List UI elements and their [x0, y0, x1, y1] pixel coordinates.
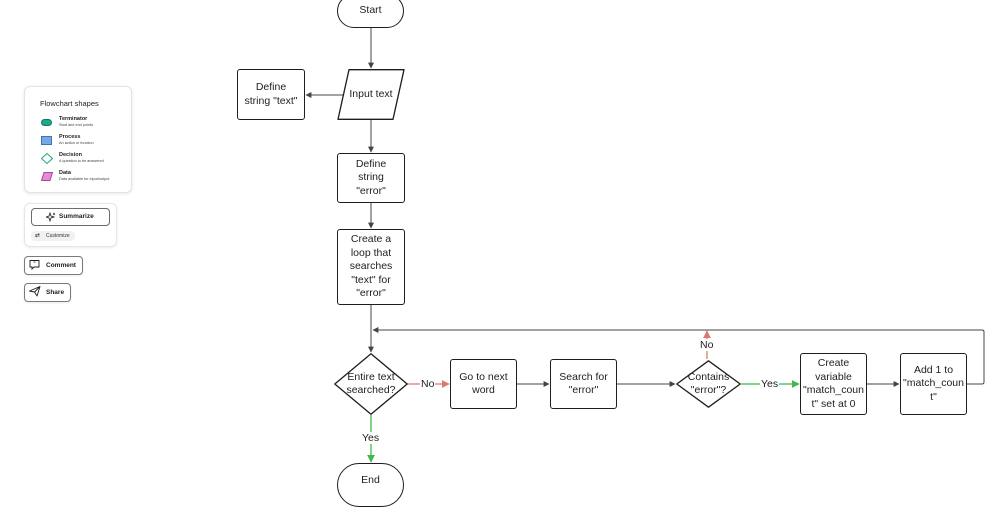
- node-label: Define string "text": [244, 81, 298, 107]
- customize-button[interactable]: ⇄ Customize: [31, 231, 75, 241]
- send-icon: [29, 286, 41, 297]
- summarize-button[interactable]: Summarize: [31, 208, 110, 226]
- node-input-text[interactable]: Input text: [337, 69, 405, 120]
- node-label: End: [361, 473, 380, 486]
- comment-button[interactable]: ” Comment: [24, 256, 83, 275]
- node-label: Define string "error": [355, 157, 387, 197]
- process-swatch: [41, 136, 52, 145]
- node-define-error[interactable]: Define string "error": [337, 153, 405, 203]
- node-label: Search for "error": [559, 370, 608, 397]
- node-label: Go to next word: [459, 370, 508, 397]
- node-start[interactable]: Start: [337, 0, 404, 28]
- decision-diamond: [334, 353, 408, 415]
- node-contains-error[interactable]: Contains "error"?: [676, 360, 741, 408]
- edge-label-contains-no: No: [699, 339, 715, 351]
- legend-title: Flowchart shapes: [40, 99, 99, 108]
- data-parallelogram: [337, 69, 405, 120]
- svg-text:”: ”: [33, 262, 36, 268]
- node-create-loop[interactable]: Create a loop that searches "text" for "…: [337, 229, 405, 305]
- legend-item-desc: An action or function: [59, 141, 94, 145]
- node-label: Entire text searched?: [346, 370, 396, 397]
- comment-icon: ”: [29, 260, 40, 270]
- terminator-swatch: [41, 119, 52, 126]
- node-label: Add 1 to "match_count": [903, 363, 964, 403]
- legend-item-name: Terminator: [59, 116, 88, 122]
- node-search-for-error[interactable]: Search for "error": [550, 359, 617, 409]
- swap-icon: ⇄: [35, 233, 41, 239]
- decision-diamond: [676, 360, 741, 408]
- node-label: Start: [359, 4, 382, 17]
- legend-item-desc: Data available for input/output: [59, 177, 110, 181]
- node-define-text[interactable]: Define string "text": [237, 69, 305, 120]
- comment-label: Comment: [46, 262, 76, 269]
- edge-label-contains-yes: Yes: [760, 378, 780, 390]
- edge-label-entire-yes: Yes: [361, 432, 381, 444]
- legend-item-name: Data: [59, 170, 71, 176]
- flowchart-shapes-legend: Flowchart shapes Terminator Start and en…: [24, 86, 132, 193]
- legend-item-decision: Decision A question to be answered: [40, 152, 130, 168]
- data-swatch: [41, 172, 53, 181]
- node-label: Contains "error"?: [687, 370, 730, 397]
- node-label: Input text: [349, 87, 393, 100]
- legend-item-desc: A question to be answered: [59, 159, 104, 163]
- node-label: Create a loop that searches "text" for "…: [349, 233, 393, 300]
- legend-item-data: Data Data available for input/output: [40, 170, 130, 186]
- decision-swatch: [41, 153, 53, 164]
- node-end[interactable]: End: [337, 463, 404, 507]
- node-label: Create variable "match_count" set at 0: [803, 357, 864, 410]
- summarize-label: Summarize: [59, 213, 94, 220]
- share-label: Share: [46, 289, 65, 296]
- edge-label-entire-no: No: [420, 378, 436, 390]
- legend-item-terminator: Terminator Start and end points: [40, 116, 130, 132]
- legend-item-name: Decision: [59, 152, 82, 158]
- node-create-variable[interactable]: Create variable "match_count" set at 0: [800, 353, 867, 415]
- node-go-to-next-word[interactable]: Go to next word: [450, 359, 517, 409]
- node-entire-text-searched[interactable]: Entire text searched?: [334, 353, 408, 415]
- legend-item-process: Process An action or function: [40, 134, 130, 150]
- legend-item-name: Process: [59, 134, 81, 140]
- edge-loop-back: [372, 327, 985, 385]
- share-button[interactable]: Share: [24, 283, 71, 302]
- sparkle-icon: [46, 212, 56, 222]
- customize-label: Customize: [46, 233, 70, 239]
- summarize-card: Summarize ⇄ Customize: [24, 203, 117, 247]
- legend-item-desc: Start and end points: [59, 123, 93, 127]
- node-add-one[interactable]: Add 1 to "match_count": [900, 353, 967, 415]
